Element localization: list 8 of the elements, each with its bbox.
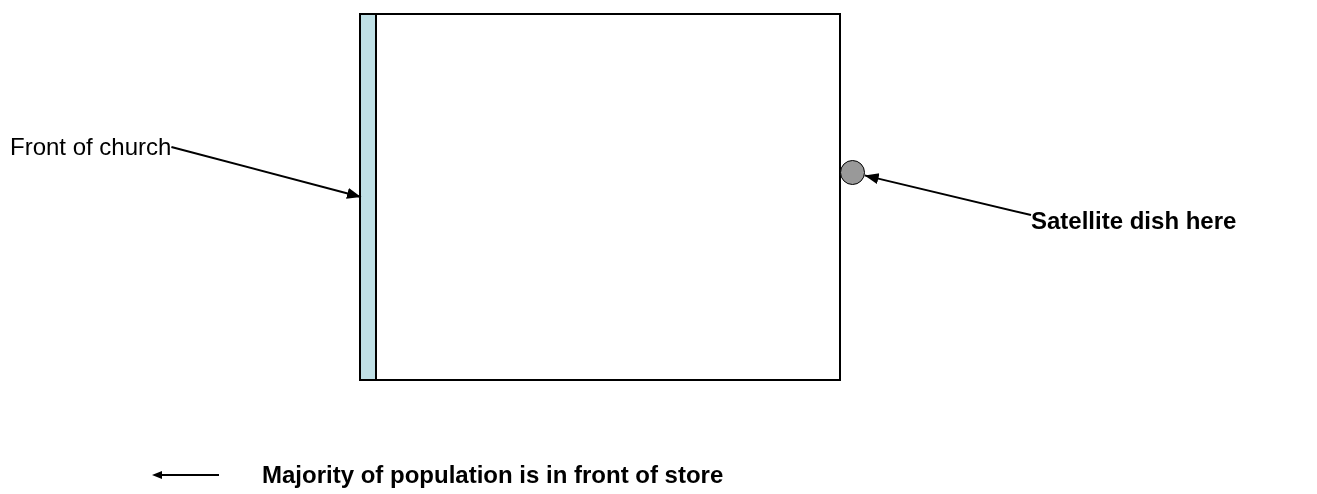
leader-arrow bbox=[863, 173, 1032, 216]
satellite-dish-marker bbox=[840, 160, 865, 185]
building-outline bbox=[359, 13, 841, 381]
front-wall-strip bbox=[361, 15, 377, 379]
leader-arrow bbox=[170, 146, 362, 199]
satellite-label: Satellite dish here bbox=[1031, 206, 1237, 236]
note-text: Majority of population is in front of store bbox=[262, 460, 724, 490]
front-label: Front of church bbox=[10, 132, 172, 162]
